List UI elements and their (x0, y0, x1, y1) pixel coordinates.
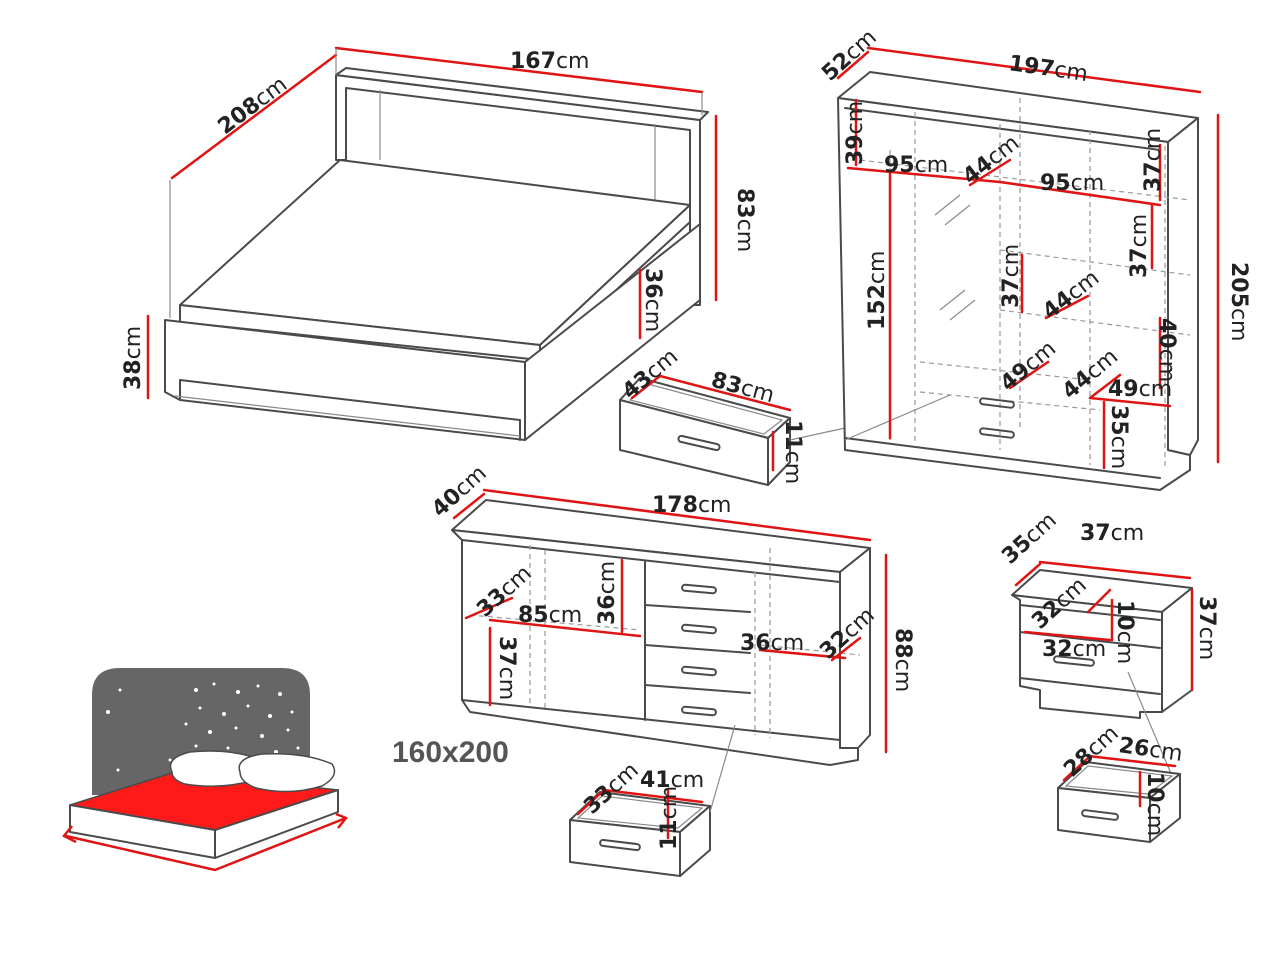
nightstand-height-label: 37cm (1194, 596, 1219, 660)
wardrobe-top-right-height-label: 37cm (1141, 128, 1166, 192)
bed-base-height-label: 38cm (121, 326, 146, 390)
sideboard-drawer-drawing (569, 724, 736, 877)
wardrobe-width-dimension (866, 46, 1202, 94)
sideboard-width-dimension (482, 488, 872, 542)
mattress-size-label: 160x200 (392, 736, 509, 769)
nightstand-inner-height-label: 10cm (1112, 600, 1137, 664)
wardrobe-drawer-height-label: 35cm (1106, 405, 1131, 469)
nightstand-drawing (1011, 569, 1193, 791)
sideboard-drawing (451, 499, 871, 766)
bed-depth-label: 208cm (214, 72, 293, 140)
nightstand-width-label: 37cm (1080, 521, 1144, 546)
nightstand-width-dimension (1038, 560, 1192, 580)
sideboard-right-depth-dimension (830, 636, 862, 662)
wardrobe-drawer-depth-right-label: 49cm (1108, 377, 1172, 402)
sideboard-drawer-height-label: 11cm (657, 786, 682, 850)
nightstand-drawer-width-dimension (1086, 754, 1177, 768)
wardrobe-height-label: 205cm (1226, 262, 1251, 341)
bed-drawer-depth-dimension (630, 374, 662, 400)
sideboard-depth-dimension (452, 492, 486, 520)
nightstand-inner-width-dimension (1023, 630, 1112, 642)
wardrobe-drawer-depth-right-dimension (1088, 396, 1172, 408)
sideboard-drawer-depth-dimension (576, 788, 606, 816)
nightstand-drawer-drawing (1057, 761, 1181, 843)
stars-icon (106, 682, 300, 772)
sideboard-inner-width-label: 85cm (518, 603, 582, 628)
wardrobe-depth-dimension (836, 50, 870, 80)
nightstand-depth-label: 35cm (997, 508, 1061, 570)
sideboard-compartment-label: 36cm (595, 561, 620, 625)
sideboard-lower-label: 37cm (494, 636, 519, 700)
nightstand-inner-width-label: 32cm (1042, 637, 1106, 662)
bed-drawer-width-dimension (658, 374, 792, 412)
sideboard-right-width-label: 36cm (740, 631, 804, 656)
wardrobe-drawer-depth-left-dimension (1008, 360, 1050, 390)
wardrobe-mid-depth-dimension (1044, 294, 1090, 320)
wardrobe-drawer-depth-mid-dimension (1088, 373, 1122, 400)
wardrobe-width-label: 197cm (1007, 51, 1089, 87)
nightstand-drawer-width-label: 26cm (1117, 733, 1184, 767)
sideboard-inner-width-dimension (488, 618, 642, 638)
pillow-icon (238, 752, 336, 793)
sideboard-drawer-width-label: 41cm (640, 768, 704, 793)
nightstand-inner-depth-dimension (1086, 588, 1112, 614)
bed-height-label: 83cm (732, 188, 757, 252)
sideboard-right-width-dimension (758, 648, 847, 660)
mattress-size-arrow (65, 816, 347, 872)
nightstand-depth-dimension (1014, 562, 1042, 587)
wardrobe-top-right-width-dimension (998, 180, 1162, 207)
mattress-size-icon (62, 668, 349, 872)
bed-mattress-height-label: 36cm (640, 268, 665, 332)
wardrobe-mid-shelf-label: 37cm (999, 244, 1024, 308)
wardrobe-top-left-width-label: 95cm (884, 153, 948, 178)
wardrobe-top-height-label: 39cm (843, 101, 868, 165)
wardrobe-right-lower-label: 40cm (1154, 318, 1179, 382)
sideboard-width-label: 178cm (652, 493, 731, 518)
wardrobe-top-right-width-label: 95cm (1040, 171, 1104, 196)
wardrobe-right-shelf-label: 37cm (1127, 214, 1152, 278)
wardrobe-hanging-label: 152cm (865, 251, 890, 330)
sideboard-left-depth-dimension (464, 596, 514, 620)
bed-width-label: 167cm (510, 49, 589, 74)
wardrobe-top-depth-dimension (968, 158, 1012, 187)
wardrobe-top-left-width-dimension (846, 166, 1002, 184)
bed-drawing (164, 67, 709, 441)
bed-width-dimension (334, 46, 704, 94)
sideboard-drawer-width-dimension (602, 788, 704, 804)
nightstand-drawer-height-label: 10cm (1142, 772, 1167, 836)
bed-drawer-height-label: 11cm (780, 420, 805, 484)
bed-depth-dimension (170, 53, 338, 180)
nightstand-drawer-depth-dimension (1062, 756, 1090, 782)
sideboard-height-label: 88cm (890, 628, 915, 692)
